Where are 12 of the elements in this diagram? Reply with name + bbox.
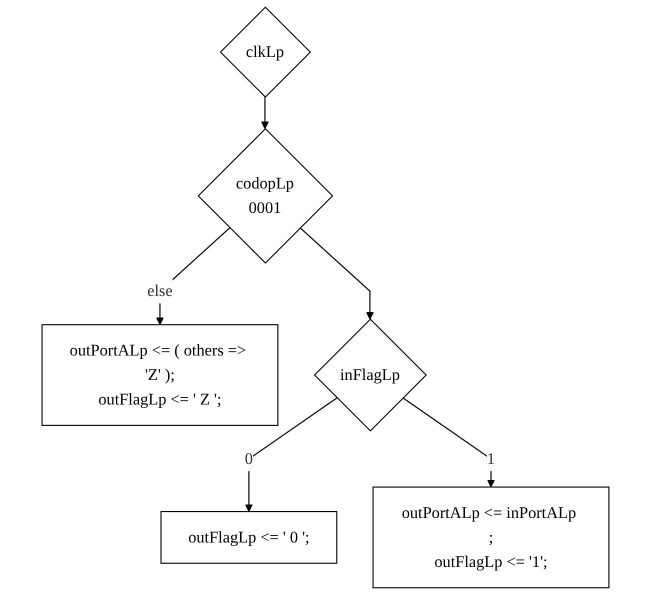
node-box: outPortALp <= inPortALp ; outFlagLp <= '1'; (372, 486, 610, 588)
node-box: outFlagLp <= ' 0 '; (160, 511, 338, 564)
edge-label: else (147, 282, 173, 300)
arrow (261, 97, 269, 130)
arrow (244, 397, 338, 512)
edge-label: 0 (244, 449, 254, 468)
node-diamond: clkLp (220, 6, 312, 98)
node-diamond: inFlagLp (314, 318, 427, 432)
node-diamond: codopLp 0001 (198, 128, 334, 264)
arrow (300, 227, 374, 320)
node-box: outPortALp <= ( others => 'Z' ); outFlagLp <= ' Z '; (42, 324, 278, 426)
edge-label: 1 (486, 449, 496, 468)
